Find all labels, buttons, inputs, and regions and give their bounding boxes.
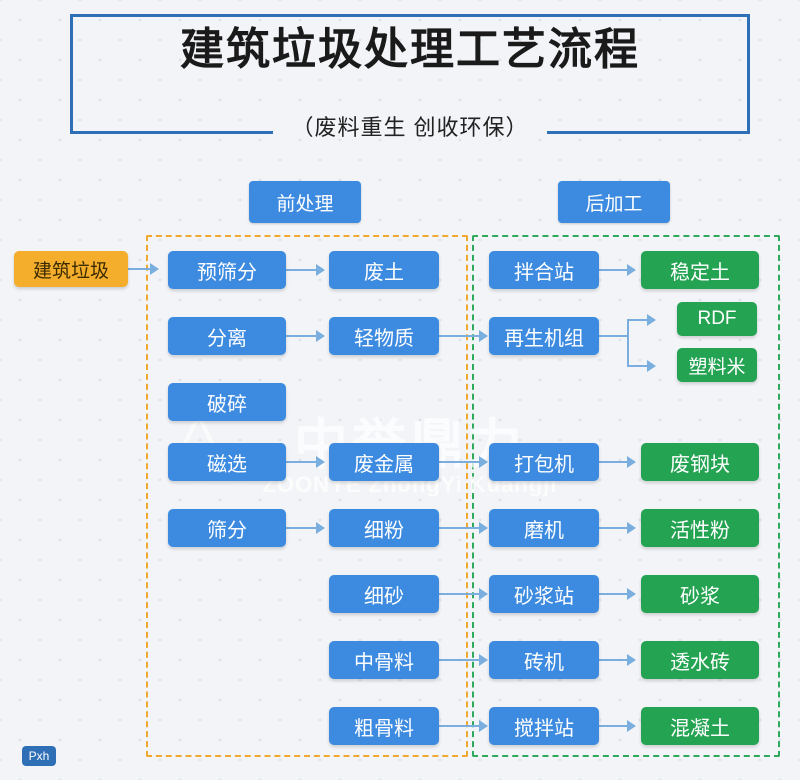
node-scrap-metal[interactable]: 废金属 bbox=[329, 443, 439, 481]
node-concrete[interactable]: 混凝土 bbox=[641, 707, 759, 745]
page-title: 建筑垃圾处理工艺流程 bbox=[180, 25, 640, 74]
node-recycling-unit[interactable]: 再生机组 bbox=[489, 317, 599, 355]
node-fine-powder[interactable]: 细粉 bbox=[329, 509, 439, 547]
node-crushing[interactable]: 破碎 bbox=[168, 383, 286, 421]
node-sieving[interactable]: 筛分 bbox=[168, 509, 286, 547]
footer-badge: Pxh bbox=[22, 746, 56, 766]
node-scrap-steel-block[interactable]: 废钢块 bbox=[641, 443, 759, 481]
group-label-postprocessing: 后加工 bbox=[558, 181, 670, 223]
node-separation[interactable]: 分离 bbox=[168, 317, 286, 355]
node-permeable-brick[interactable]: 透水砖 bbox=[641, 641, 759, 679]
node-mixing-plant[interactable]: 拌合站 bbox=[489, 251, 599, 289]
node-medium-aggregate[interactable]: 中骨料 bbox=[329, 641, 439, 679]
node-waste-soil[interactable]: 废土 bbox=[329, 251, 439, 289]
title-rule-top bbox=[73, 14, 747, 17]
region-pretreatment bbox=[146, 235, 468, 757]
title-frame: 建筑垃圾处理工艺流程 （废料重生 创收环保） bbox=[70, 14, 750, 140]
node-stabilized-soil[interactable]: 稳定土 bbox=[641, 251, 759, 289]
node-pre-screening[interactable]: 预筛分 bbox=[168, 251, 286, 289]
node-input-construction-waste[interactable]: 建筑垃圾 bbox=[14, 251, 128, 287]
node-mortar-station[interactable]: 砂浆站 bbox=[489, 575, 599, 613]
node-brick-machine[interactable]: 砖机 bbox=[489, 641, 599, 679]
group-label-pretreatment: 前处理 bbox=[249, 181, 361, 223]
node-rdf[interactable]: RDF bbox=[677, 302, 757, 336]
node-concrete-mixing-station[interactable]: 搅拌站 bbox=[489, 707, 599, 745]
node-magnetic-separation[interactable]: 磁选 bbox=[168, 443, 286, 481]
node-baler[interactable]: 打包机 bbox=[489, 443, 599, 481]
node-light-material[interactable]: 轻物质 bbox=[329, 317, 439, 355]
node-grinding-mill[interactable]: 磨机 bbox=[489, 509, 599, 547]
node-active-powder[interactable]: 活性粉 bbox=[641, 509, 759, 547]
region-postprocessing bbox=[472, 235, 780, 757]
node-plastic-pellets[interactable]: 塑料米 bbox=[677, 348, 757, 382]
node-coarse-aggregate[interactable]: 粗骨料 bbox=[329, 707, 439, 745]
subtitle-mask bbox=[273, 104, 547, 136]
page-subtitle: （废料重生 创收环保） bbox=[291, 115, 529, 140]
node-mortar[interactable]: 砂浆 bbox=[641, 575, 759, 613]
node-fine-sand[interactable]: 细砂 bbox=[329, 575, 439, 613]
